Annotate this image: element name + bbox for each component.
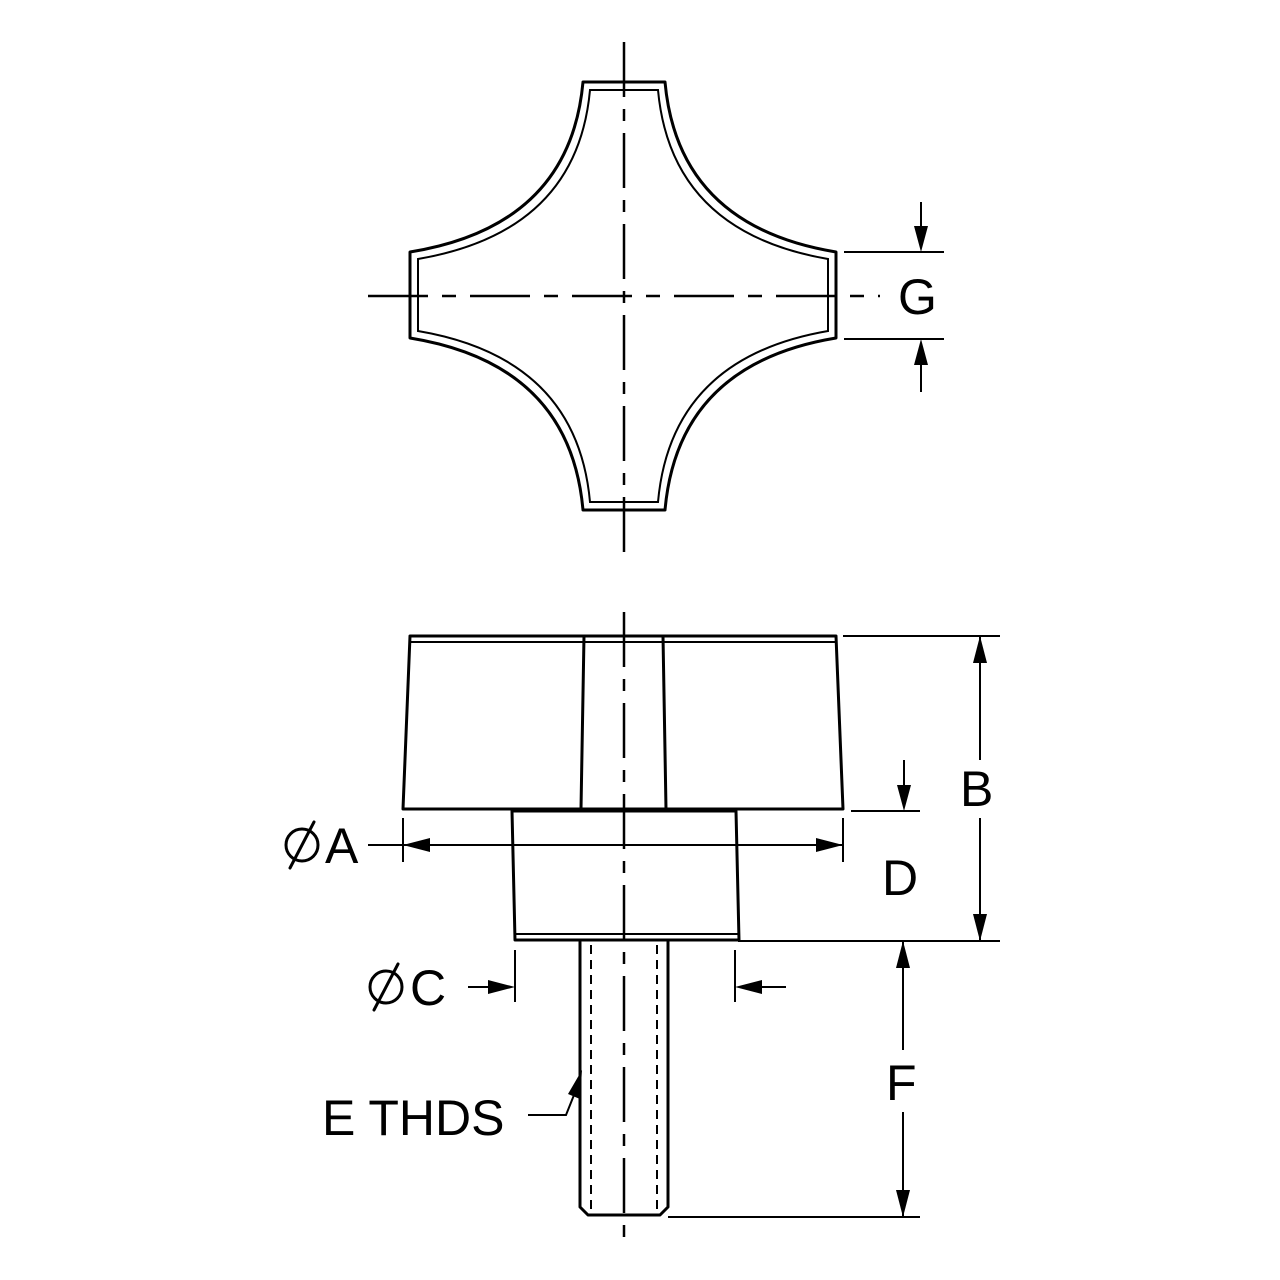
g-arrow-bottom [914,339,928,365]
a-arrow-right [816,838,843,852]
c-arrow-right [735,980,762,994]
a-label: A [325,818,359,874]
a-arrow-left [403,838,430,852]
g-arrow-top [914,226,928,252]
side-view [401,612,845,1240]
diameter-icon [284,820,320,870]
thread-callout: E THDS [322,1070,582,1146]
f-arrow-top [896,941,910,968]
knob-head-outline [401,634,845,811]
knob-lobe-edge-right [661,634,668,811]
top-view-outer-profile [408,80,838,512]
g-label: G [898,269,937,325]
top-view [368,42,880,552]
b-arrow-bottom [973,914,987,941]
f-label: F [886,1055,917,1111]
diameter-icon [368,962,404,1012]
f-arrow-bottom [896,1190,910,1217]
hub-outline [510,809,741,942]
thread-label: E THDS [322,1090,504,1146]
c-label: C [410,960,446,1016]
dimension-a: A [284,818,844,874]
thread-arrow [568,1070,582,1099]
c-arrow-left [488,980,515,994]
threaded-stud-outline [578,940,670,1217]
dimension-f: F [668,941,920,1218]
dimension-c: C [368,950,786,1016]
dimension-d: D [851,760,920,906]
knob-lobe-edge-left [579,634,586,811]
dimension-b: B [738,635,1000,942]
b-label: B [960,761,993,817]
d-arrow [897,785,911,811]
top-view-inner-profile [417,89,829,503]
thread-leader [528,1094,575,1116]
dimension-g: G [844,202,944,392]
d-label: D [882,850,918,906]
b-arrow-top [973,636,987,663]
